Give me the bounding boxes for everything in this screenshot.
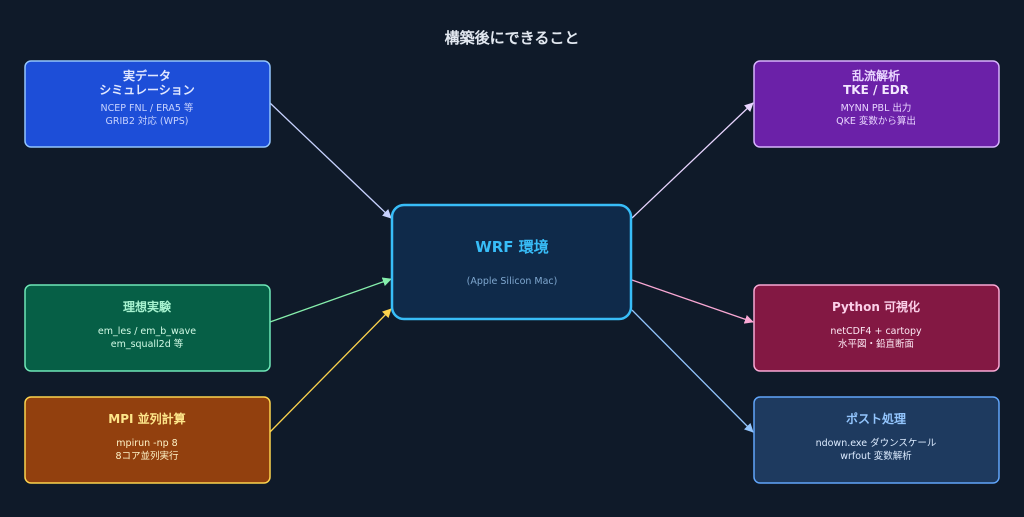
box-text: wrfout 変数解析 (840, 450, 912, 462)
center-title: WRF 環境 (475, 238, 549, 256)
diagram-title: 構築後にできること (445, 29, 580, 47)
box-title: 実データ (123, 68, 171, 83)
box-title: MPI 並列計算 (108, 411, 185, 426)
box-mpi: MPI 並列計算 mpirun -np 8 8コア並列実行 (24, 396, 271, 484)
box-real-data: 実データ シミュレーション NCEP FNL / ERA5 等 GRIB2 対応… (24, 60, 271, 148)
arrow-center-to-python (631, 279, 754, 324)
box-python: Python 可視化 netCDF4 + cartopy 水平図・鉛直断面 (753, 284, 1000, 372)
box-text: QKE 変数から算出 (836, 115, 916, 127)
arrow-real-to-center (269, 102, 392, 219)
box-text: em_les / em_b_wave (98, 326, 196, 337)
box-title: Python 可視化 (832, 299, 920, 314)
arrow-ideal-to-center (269, 277, 392, 323)
box-text: MYNN PBL 出力 (841, 102, 912, 114)
box-title: TKE / EDR (843, 83, 909, 97)
box-text: em_squall2d 等 (111, 338, 184, 350)
box-text: ndown.exe ダウンスケール (816, 437, 937, 449)
arrow-mpi-to-center (269, 308, 392, 433)
box-text: 水平図・鉛直断面 (838, 338, 914, 350)
arrow-center-to-turb (631, 102, 754, 219)
box-text: netCDF4 + cartopy (830, 326, 922, 337)
box-turbulence: 乱流解析 TKE / EDR MYNN PBL 出力 QKE 変数から算出 (753, 60, 1000, 148)
box-text: 8コア並列実行 (115, 450, 179, 462)
box-text: GRIB2 対応 (WPS) (106, 115, 189, 127)
box-title: 理想実験 (123, 299, 172, 314)
box-title: ポスト処理 (846, 411, 906, 426)
center-subtitle: (Apple Silicon Mac) (467, 276, 558, 287)
box-wrf-center: WRF 環境 (Apple Silicon Mac) (390, 203, 633, 321)
arrow-center-to-post (631, 309, 754, 433)
box-post: ポスト処理 ndown.exe ダウンスケール wrfout 変数解析 (753, 396, 1000, 484)
box-title: 乱流解析 (852, 68, 900, 83)
box-text: NCEP FNL / ERA5 等 (101, 102, 194, 114)
box-text: mpirun -np 8 (116, 438, 177, 449)
box-ideal: 理想実験 em_les / em_b_wave em_squall2d 等 (24, 284, 271, 372)
box-title: シミュレーション (99, 83, 195, 97)
